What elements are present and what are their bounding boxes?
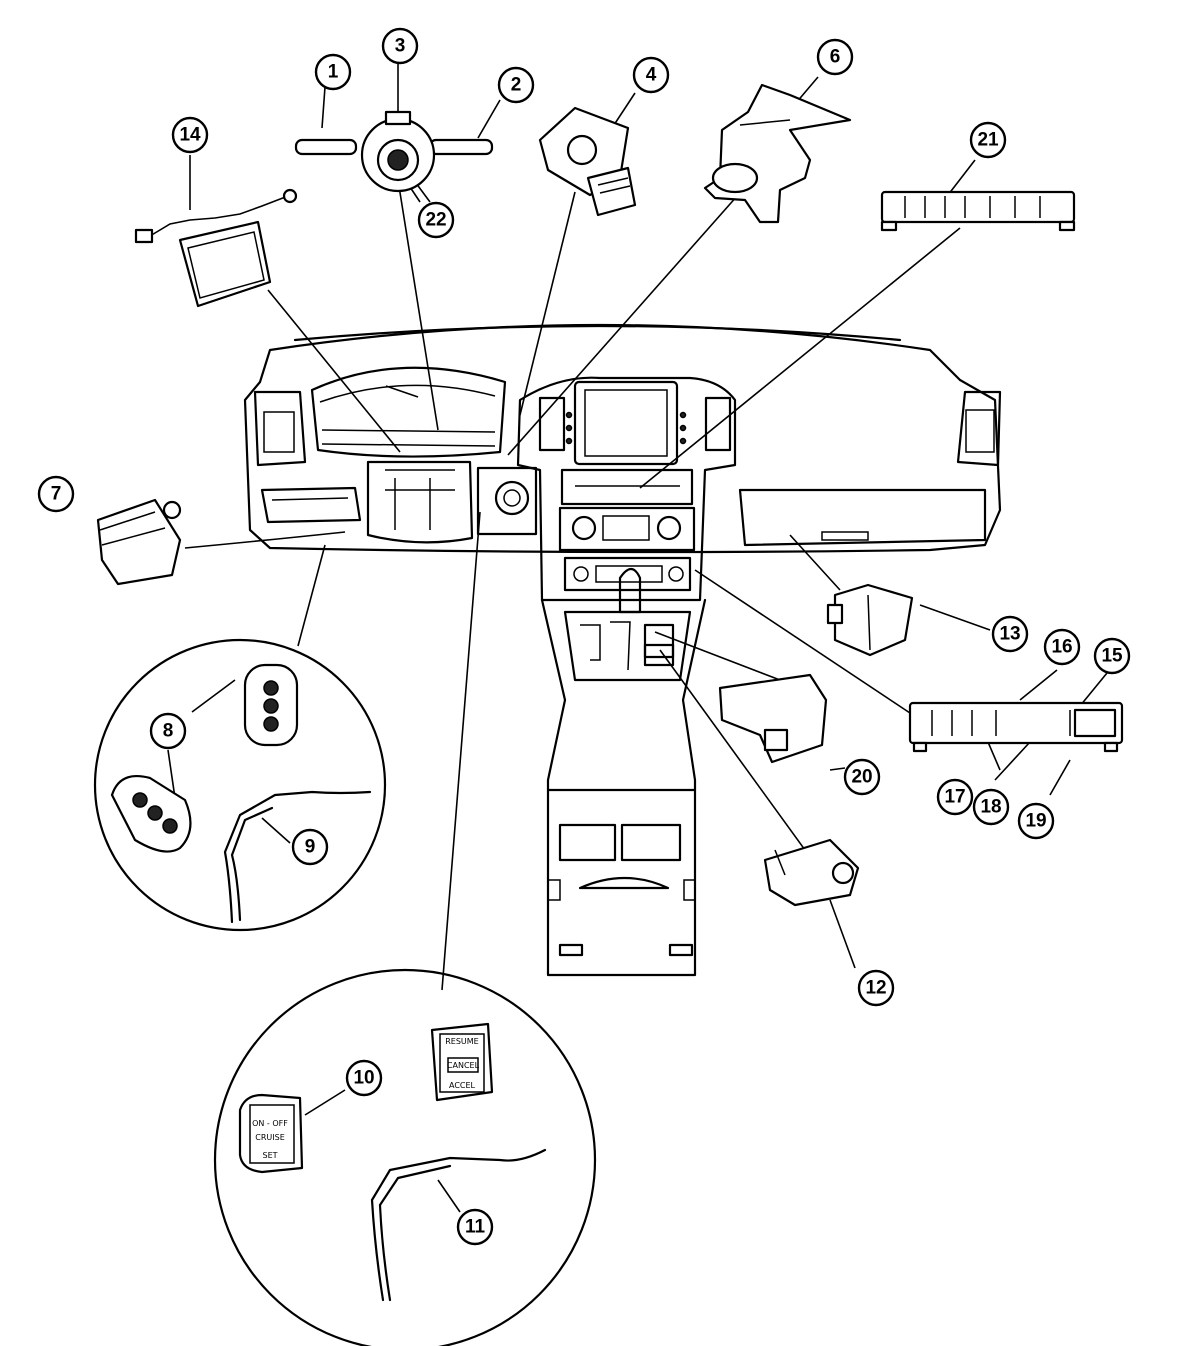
svg-text:6: 6 — [830, 47, 841, 68]
switch-module-4 — [538, 106, 637, 217]
headlamp-switch-7 — [96, 498, 182, 586]
svg-text:17: 17 — [944, 787, 965, 808]
svg-text:2: 2 — [511, 75, 522, 96]
callout-10: 10 — [345, 1059, 383, 1097]
callout-16: 16 — [1043, 628, 1081, 666]
callout-18: 18 — [972, 788, 1010, 826]
svg-text:19: 19 — [1025, 811, 1046, 832]
leader-lines — [167, 64, 1108, 1213]
instrument-panel — [243, 323, 1002, 977]
cruise-accel-text: ACCEL — [449, 1081, 476, 1090]
svg-text:12: 12 — [865, 978, 886, 999]
multifunction-switch — [294, 110, 494, 193]
svg-text:22: 22 — [425, 210, 446, 231]
switch-bank-21 — [880, 190, 1076, 232]
callout-3: 3 — [381, 27, 419, 65]
callout-8: 8 — [149, 712, 187, 750]
callout-2: 2 — [497, 66, 535, 104]
callout-11: 11 — [456, 1208, 494, 1246]
switch-bank-15-19 — [908, 701, 1124, 753]
svg-text:7: 7 — [51, 484, 62, 505]
svg-text:15: 15 — [1101, 646, 1123, 667]
svg-text:9: 9 — [305, 837, 316, 858]
callout-14: 14 — [171, 116, 209, 154]
svg-text:1: 1 — [328, 62, 339, 83]
callout-21: 21 — [969, 121, 1007, 159]
callout-6: 6 — [816, 38, 854, 76]
svg-text:8: 8 — [163, 721, 174, 742]
cruise-text: CRUISE — [255, 1133, 285, 1142]
cruise-on-off-text: ON - OFF — [252, 1119, 288, 1128]
shifter-switch-12 — [763, 838, 860, 907]
radio-dots — [565, 411, 687, 445]
svg-text:16: 16 — [1051, 637, 1072, 658]
steering-column-shroud — [703, 83, 852, 224]
svg-text:4: 4 — [646, 65, 657, 86]
svg-text:10: 10 — [353, 1068, 374, 1089]
cruise-set-text: SET — [262, 1151, 277, 1160]
module-20 — [718, 673, 828, 764]
callout-17: 17 — [936, 778, 974, 816]
svg-text:21: 21 — [977, 130, 999, 151]
cruise-resume-text: RESUME — [445, 1037, 479, 1046]
cruise-cancel-text: CANCEL — [447, 1061, 480, 1070]
detail-circle-cruise: ON - OFF CRUISE SET RESUME CANCEL ACCEL — [213, 968, 597, 1346]
callout-19: 19 — [1017, 802, 1055, 840]
callout-7: 7 — [37, 475, 75, 513]
callout-1: 1 — [314, 53, 352, 91]
callout-13: 13 — [991, 615, 1029, 653]
svg-text:11: 11 — [465, 1217, 486, 1238]
detail-circle-switches — [93, 638, 387, 932]
svg-text:3: 3 — [395, 36, 406, 57]
callout-22: 22 — [417, 201, 455, 239]
module-14 — [134, 188, 298, 308]
callout-12: 12 — [857, 969, 895, 1007]
callout-4: 4 — [632, 56, 670, 94]
svg-text:13: 13 — [999, 624, 1020, 645]
svg-text:20: 20 — [851, 767, 872, 788]
svg-text:18: 18 — [980, 797, 1001, 818]
callout-9: 9 — [291, 828, 329, 866]
callout-15: 15 — [1093, 637, 1131, 675]
callout-20: 20 — [843, 758, 881, 796]
switch-13 — [826, 583, 914, 657]
svg-text:14: 14 — [179, 125, 201, 146]
